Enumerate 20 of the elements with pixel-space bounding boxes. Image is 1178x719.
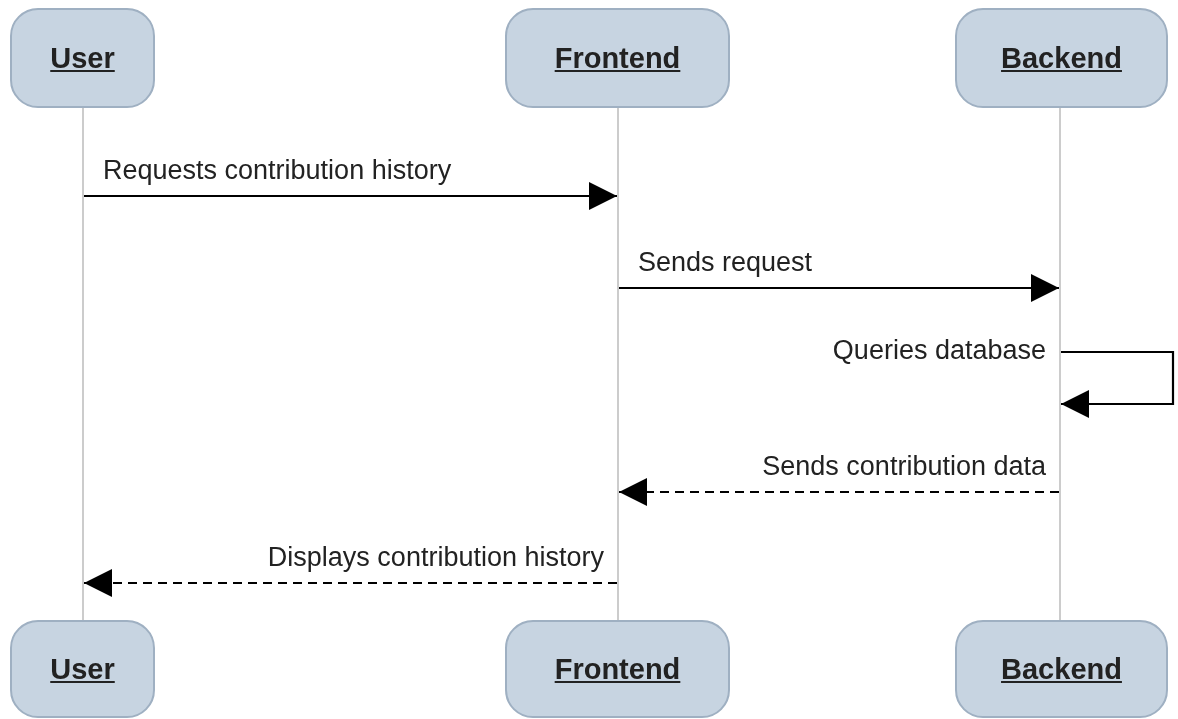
participant-name: Frontend bbox=[554, 41, 681, 75]
participant-box bbox=[10, 8, 155, 108]
participant-name: User bbox=[50, 652, 115, 686]
participant-box bbox=[955, 620, 1168, 718]
participant-name: User bbox=[50, 41, 115, 75]
participant-name: Frontend bbox=[554, 652, 681, 686]
message-arrow bbox=[84, 569, 617, 597]
participant-box bbox=[10, 620, 155, 718]
participant-name: Backend bbox=[1001, 652, 1122, 686]
self-message-arrow bbox=[1061, 350, 1175, 418]
participant-box bbox=[505, 8, 730, 108]
message-arrow bbox=[619, 274, 1059, 302]
lifeline bbox=[82, 108, 84, 620]
message-arrow bbox=[84, 182, 617, 210]
lifeline bbox=[617, 108, 619, 620]
message-arrow bbox=[619, 478, 1059, 506]
participant-box bbox=[955, 8, 1168, 108]
lifeline bbox=[1059, 108, 1061, 620]
participant-box bbox=[505, 620, 730, 718]
participant-name: Backend bbox=[1001, 41, 1122, 75]
